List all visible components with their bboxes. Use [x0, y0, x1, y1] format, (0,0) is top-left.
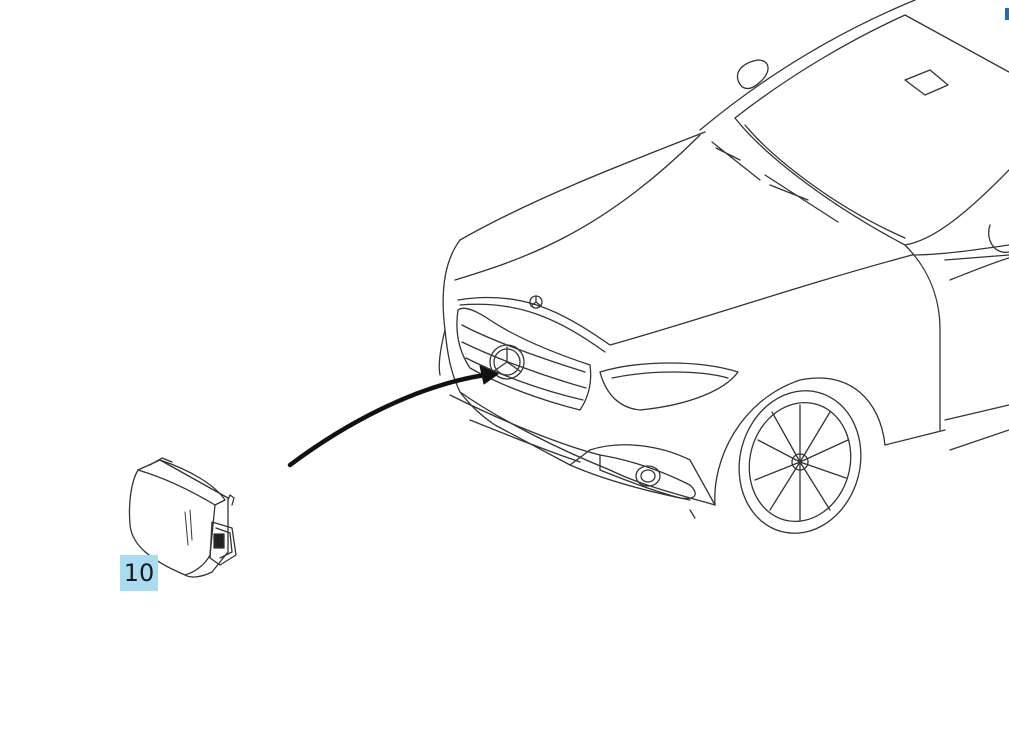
car-hood [459, 131, 706, 241]
car-fog-lamp [635, 465, 661, 487]
car-front-wheel [738, 390, 862, 534]
pointer-arrow [287, 365, 499, 468]
edge-marker [1005, 8, 1009, 20]
grille-star-emblem [489, 344, 525, 380]
car-roofline [699, 0, 916, 131]
car-wiper-left [711, 141, 761, 181]
car-illustration [438, 0, 1009, 534]
callout-label-10: 10 [120, 555, 158, 591]
car-mirror [736, 59, 769, 90]
car-headlight [599, 362, 739, 411]
radar-sensor-part [128, 457, 237, 578]
car-wiper-right [764, 174, 839, 223]
